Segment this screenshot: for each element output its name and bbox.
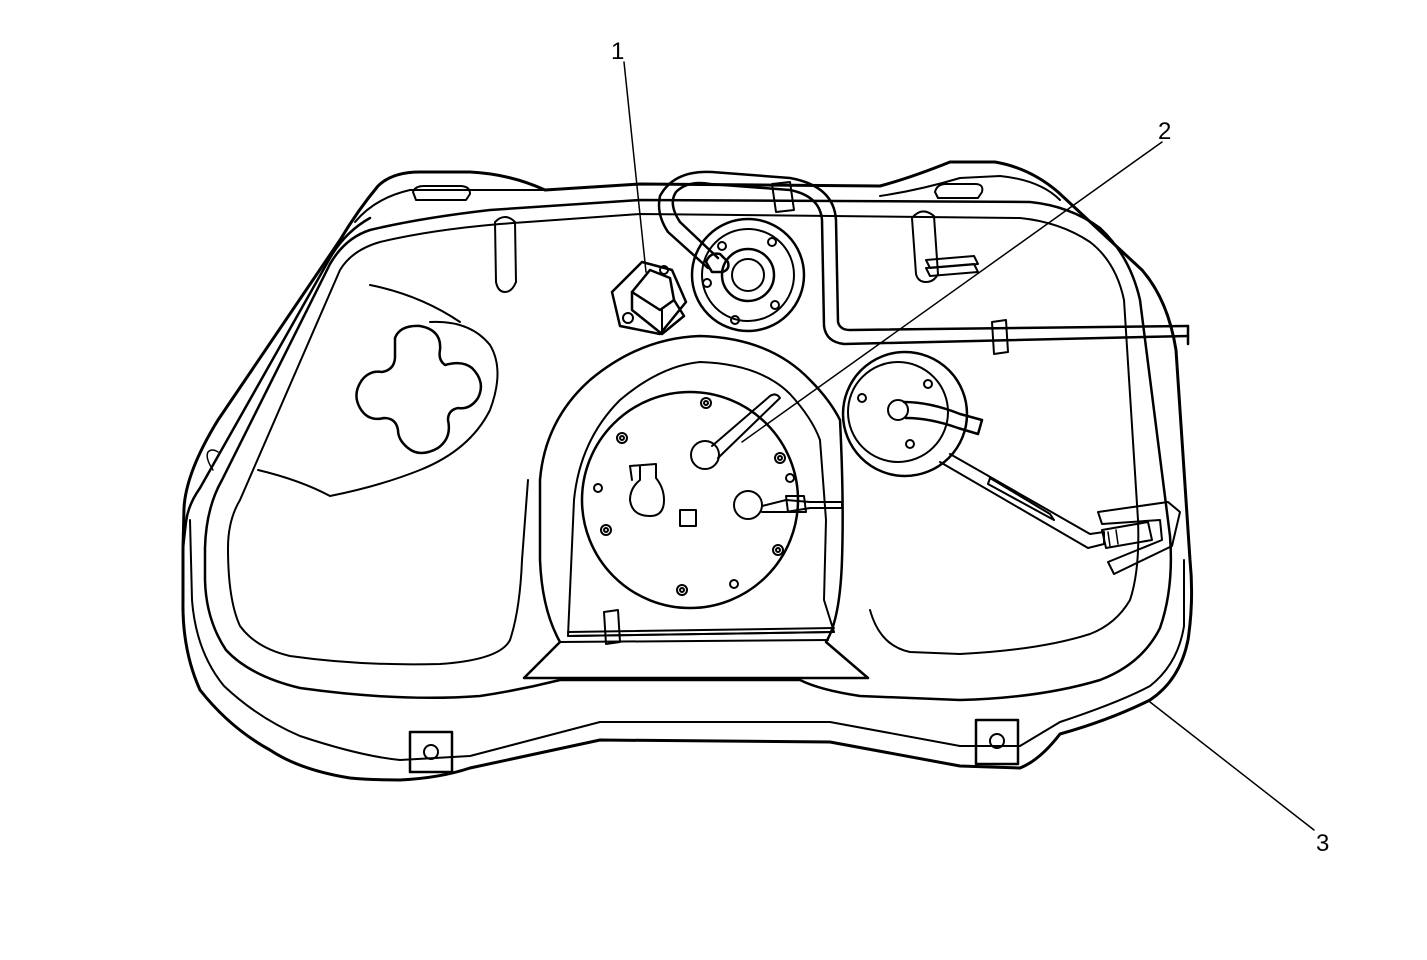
leader-line-2 — [741, 141, 1163, 443]
mounting-tabs — [408, 718, 1020, 774]
leader-line-1 — [623, 61, 647, 273]
fuel-pump-flange-item-2 — [580, 390, 843, 610]
callout-2: 2 — [1158, 118, 1172, 145]
tank-top-slots — [412, 183, 984, 293]
callout-1: 1 — [611, 38, 625, 65]
callout-3: 3 — [1316, 830, 1330, 857]
left-sump-area — [257, 284, 499, 497]
tank-inner-rim — [203, 198, 1173, 702]
connector-item-1 — [610, 260, 688, 336]
top-sender-unit — [657, 170, 1190, 355]
right-sender-unit — [841, 350, 1181, 575]
pump-housing — [522, 334, 870, 680]
tank-outer-shell — [181, 160, 1194, 782]
leader-line-3 — [1149, 701, 1315, 831]
leader-lines — [623, 61, 1315, 831]
